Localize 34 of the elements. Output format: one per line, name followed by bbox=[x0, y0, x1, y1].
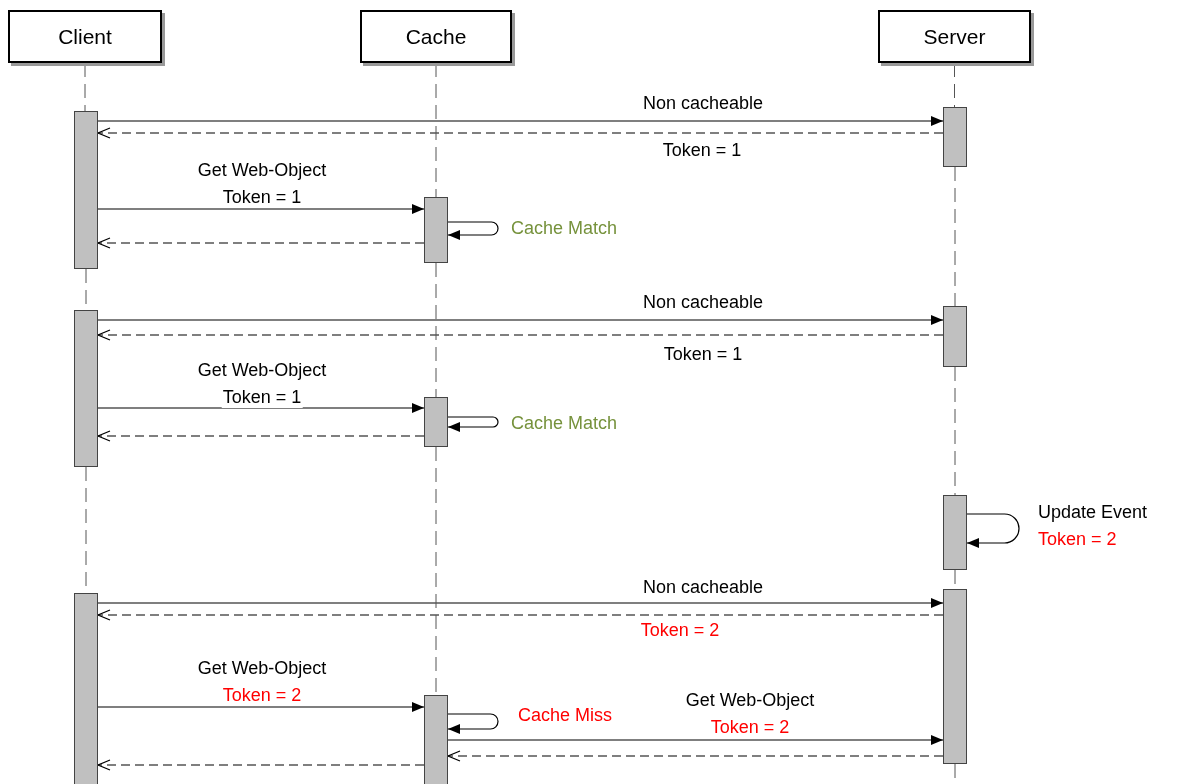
return-message-arrow bbox=[97, 759, 425, 771]
activation-bar bbox=[74, 310, 98, 467]
return-message-arrow bbox=[97, 430, 425, 442]
message-arrow bbox=[447, 735, 944, 745]
message-arrow bbox=[97, 403, 425, 413]
lifeline bbox=[954, 166, 956, 307]
activation-bar bbox=[424, 197, 448, 263]
activation-bar bbox=[943, 495, 967, 570]
return-message-arrow bbox=[97, 127, 944, 139]
activation-bar bbox=[943, 306, 967, 367]
participant-box: Cache bbox=[360, 10, 512, 63]
self-message-arrow bbox=[447, 221, 499, 240]
self-message-arrow bbox=[447, 713, 499, 734]
message-arrow bbox=[97, 204, 425, 214]
lifeline bbox=[954, 366, 956, 496]
activation-bar bbox=[424, 397, 448, 447]
return-message-arrow bbox=[97, 609, 944, 621]
return-message-arrow bbox=[97, 237, 425, 249]
message-arrow bbox=[97, 598, 944, 608]
activation-bar bbox=[943, 107, 967, 167]
activation-bar bbox=[74, 593, 98, 784]
lifeline bbox=[435, 262, 437, 398]
participant-box: Client bbox=[8, 10, 162, 63]
self-message-arrow bbox=[966, 513, 1020, 548]
activation-bar bbox=[424, 695, 448, 784]
message-arrow bbox=[97, 315, 944, 325]
return-message-arrow bbox=[447, 750, 944, 762]
self-message-arrow bbox=[447, 416, 499, 432]
activation-bar bbox=[74, 111, 98, 269]
message-arrow bbox=[97, 702, 425, 712]
participant-box: Server bbox=[878, 10, 1031, 63]
message-arrow bbox=[97, 116, 944, 126]
return-message-arrow bbox=[97, 329, 944, 341]
activation-bar bbox=[943, 589, 967, 764]
